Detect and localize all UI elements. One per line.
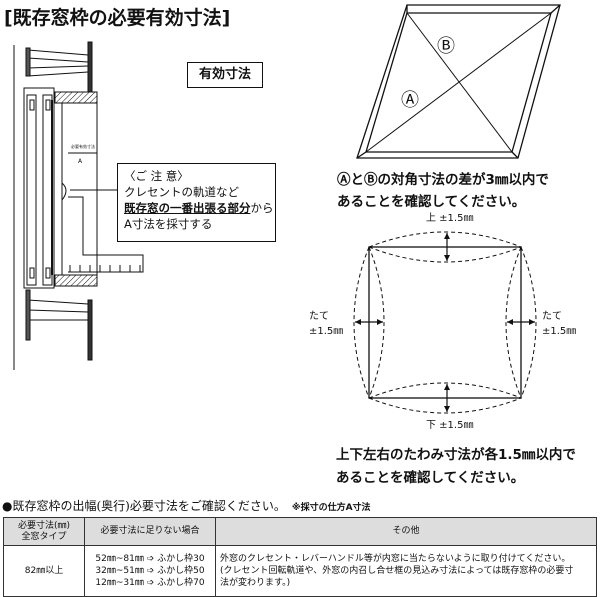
header-required: 必要寸法(㎜)全窓タイプ (3, 517, 85, 546)
section-heading: ●既存窓枠の出幅(奥行)必要寸法をご確認ください。 ※採寸の仕方A寸法 (2, 497, 371, 514)
shortfall-line: 52㎜~81㎜ ➩ ふかし枠30 (95, 554, 205, 564)
other-line: 外窓のクレセント・レバーハンドル等が内窓に当たらないように取り付けてください。 (220, 554, 571, 564)
cell-required: 82㎜以上 (3, 545, 85, 597)
dim-letter: A (78, 158, 83, 165)
diagonal-text-2: あることを確認してください。 (337, 194, 526, 210)
table-header-row: 必要寸法(㎜)全窓タイプ 必要寸法に足りない場合 その他 (3, 517, 597, 546)
caution-line-1: クレセントの軌道など (124, 185, 239, 199)
diagonal-label-b: Ⓑ (437, 36, 455, 57)
required-dimension-table: 必要寸法(㎜)全窓タイプ 必要寸法に足りない場合 その他 82㎜以上 52㎜~8… (3, 517, 597, 597)
diagonal-check-diagram (356, 4, 561, 159)
header-other: その他 (215, 517, 597, 546)
caution-note: 〈ご 注 意〉 クレセントの軌道など 既存窓の一番出張る部分から A寸法を採寸す… (117, 163, 276, 242)
deflection-text-2: あることを確認してください。 (336, 470, 525, 486)
table-row: 82㎜以上 52㎜~81㎜ ➩ ふかし枠30 32㎜~51㎜ ➩ ふかし枠50 … (3, 545, 597, 597)
caution-line-2: 既存窓の一番出張る部分から (124, 200, 274, 216)
window-section-drawing (13, 41, 144, 370)
section-heading-text: ●既存窓枠の出幅(奥行)必要寸法をご確認ください。 (2, 499, 286, 513)
dim-label: 必要有効寸法 (71, 143, 95, 149)
effective-dimension-label: 有効寸法 (187, 62, 263, 88)
cell-other: 外窓のクレセント・レバーハンドル等が内窓に当たらないように取り付けてください。 … (215, 545, 597, 597)
deflection-right-label-2: ±1.5㎜ (542, 326, 577, 337)
other-line: (クレセント回転軌道や、外窓の内召し合せ框の見込み寸法によっては既存窓枠の必要寸 (220, 566, 574, 576)
caution-emphasis: 既存窓の一番出張る部分 (124, 201, 251, 215)
deflection-left-label-2: ±1.5㎜ (309, 326, 344, 337)
diagonal-text-1: ⒶとⒷの対角寸法の差が3㎜以内で (337, 172, 549, 188)
cell-shortfall: 52㎜~81㎜ ➩ ふかし枠30 32㎜~51㎜ ➩ ふかし枠50 12㎜~31… (84, 545, 216, 597)
page-title: [既存窓枠の必要有効寸法] (4, 7, 231, 29)
caution-line-2-rest: から (250, 201, 274, 215)
deflection-right-label-1: たて (542, 311, 562, 322)
deflection-left-label-1: たて (309, 311, 329, 322)
caution-heading: 〈ご 注 意〉 (124, 169, 189, 183)
caution-line-3: A寸法を採寸する (124, 217, 213, 231)
deflection-diagram (353, 231, 537, 414)
header-required-line-2: 全窓タイプ (21, 531, 67, 542)
deflection-bottom-label: 下 ±1.5㎜ (426, 420, 474, 431)
header-required-line-1: 必要寸法(㎜) (17, 520, 71, 531)
diagonal-label-a: Ⓐ (401, 90, 419, 111)
shortfall-line: 12㎜~31㎜ ➩ ふかし枠70 (95, 578, 205, 588)
section-subheading: ※採寸の仕方A寸法 (291, 503, 371, 513)
other-line: 法が変わります。) (220, 578, 291, 588)
shortfall-line: 32㎜~51㎜ ➩ ふかし枠50 (95, 566, 205, 576)
header-shortfall: 必要寸法に足りない場合 (84, 517, 216, 546)
technical-drawings: 必要有効寸法 A Ⓑ Ⓐ (13, 4, 561, 414)
deflection-text-1: 上下左右のたわみ寸法が各1.5㎜以内で (336, 447, 576, 463)
deflection-top-label: 上 ±1.5㎜ (426, 213, 474, 224)
